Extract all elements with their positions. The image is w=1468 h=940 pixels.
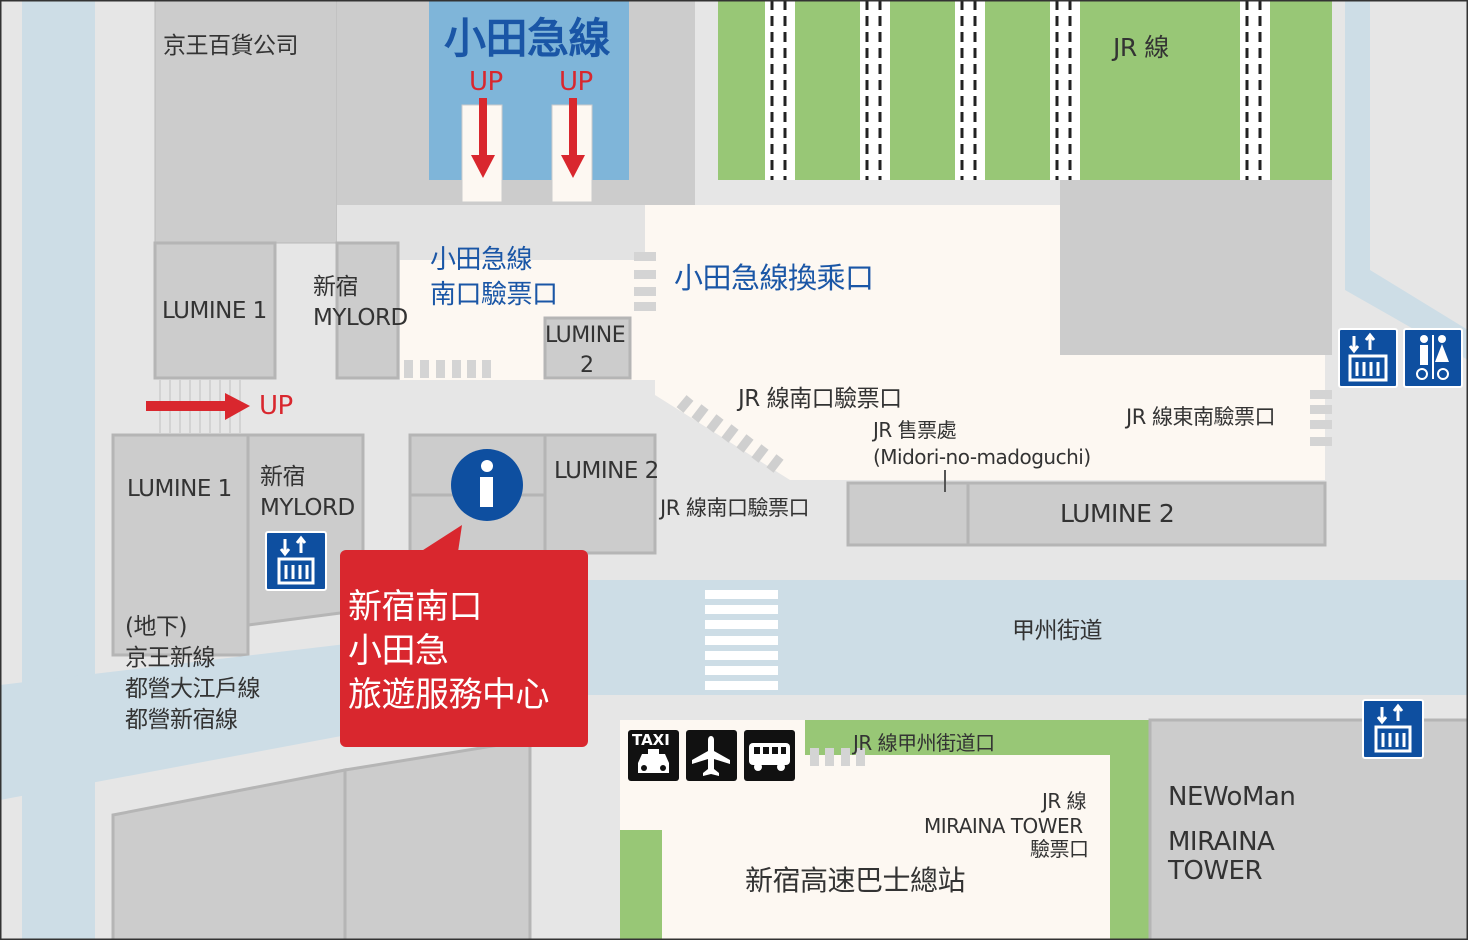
label-jr-koshu-gate: JR 線甲州街道口 bbox=[853, 731, 995, 755]
label-jr-miraina-3: 驗票口 bbox=[1030, 837, 1089, 861]
jr-tracks bbox=[765, 0, 1270, 180]
elevator-icon bbox=[1362, 699, 1424, 759]
sw-building-2 bbox=[343, 738, 532, 940]
label-up-3: UP bbox=[259, 391, 293, 421]
jr-building-block bbox=[1060, 180, 1332, 355]
elevator-icon bbox=[265, 531, 327, 591]
jr-platforms bbox=[718, 0, 1332, 180]
label-up-1: UP bbox=[469, 67, 503, 97]
airplane-icon bbox=[686, 730, 737, 781]
sw-building-1 bbox=[111, 768, 347, 940]
diagonal-gate bbox=[676, 395, 784, 473]
label-underground: (地下) bbox=[125, 614, 187, 640]
track bbox=[765, 0, 795, 180]
callout-box bbox=[340, 550, 588, 747]
label-jr-line: JR 線 bbox=[1113, 33, 1169, 62]
lumine1-upper bbox=[153, 241, 277, 380]
up-arrows bbox=[146, 98, 585, 420]
label-mylord-upper-2: MYLORD bbox=[313, 305, 408, 331]
label-odakyu-south-gate-1: 小田急線 bbox=[430, 245, 533, 275]
label-lumine1-lower: LUMINE 1 bbox=[127, 476, 232, 502]
lumine2-small bbox=[543, 316, 632, 380]
label-odakyu-line: 小田急線 bbox=[444, 14, 611, 63]
concourse-floor bbox=[400, 205, 1325, 480]
restroom-icon bbox=[1403, 328, 1463, 388]
label-jr-miraina-2: MIRAINA TOWER bbox=[924, 814, 1083, 838]
label-odakyu-transfer: 小田急線換乘口 bbox=[674, 261, 874, 295]
info-icon[interactable] bbox=[451, 449, 523, 521]
label-mylord-upper-1: 新宿 bbox=[313, 274, 359, 300]
label-jr-south-gate-2: JR 線南口驗票口 bbox=[660, 496, 809, 520]
label-lumine2-info: LUMINE 2 bbox=[554, 458, 659, 484]
taxi-label: TAXI bbox=[632, 731, 670, 749]
lumine2-building bbox=[846, 481, 1327, 547]
label-lumine1-upper: LUMINE 1 bbox=[162, 298, 267, 324]
label-mylord-lower-1: 新宿 bbox=[260, 464, 306, 490]
label-keio-new-line: 京王新線 bbox=[125, 645, 216, 671]
track bbox=[1050, 0, 1080, 180]
label-bus-terminal: 新宿高速巴士總站 bbox=[745, 864, 966, 897]
label-oedo-line: 都營大江戶線 bbox=[125, 676, 261, 702]
callout-line2: 小田急 bbox=[348, 631, 449, 671]
elevator-icon bbox=[1338, 328, 1398, 388]
track bbox=[860, 0, 890, 180]
track bbox=[1240, 0, 1270, 180]
label-up-2: UP bbox=[559, 67, 593, 97]
east-road bbox=[1345, 0, 1468, 360]
label-newoman: NEWoMan bbox=[1168, 782, 1296, 812]
label-jr-ticket-office: JR 售票處 bbox=[873, 418, 957, 442]
track bbox=[955, 0, 985, 180]
label-odakyu-south-gate-2: 南口驗票口 bbox=[430, 280, 558, 310]
west-road bbox=[22, 0, 95, 940]
lumine1-lower bbox=[111, 433, 250, 657]
label-lumine2-small-1: LUMINE bbox=[545, 323, 626, 348]
label-midori: (Midori-no-madoguchi) bbox=[873, 445, 1091, 469]
label-jr-miraina-1: JR 線 bbox=[1042, 789, 1087, 813]
label-mylord-lower-2: MYLORD bbox=[260, 495, 355, 521]
label-miraina-2: TOWER bbox=[1168, 856, 1263, 886]
taxi-icon: TAXI bbox=[628, 730, 679, 781]
callout-pointer bbox=[420, 525, 462, 552]
label-jr-southeast-gate: JR 線東南驗票口 bbox=[1126, 405, 1275, 429]
label-lumine2: LUMINE 2 bbox=[1060, 499, 1175, 528]
label-lumine2-small-2: 2 bbox=[580, 353, 594, 378]
crosswalk bbox=[705, 590, 778, 690]
bus-icon bbox=[744, 730, 795, 781]
keio-building bbox=[154, 0, 338, 244]
label-shinjuku-line: 都營新宿線 bbox=[125, 707, 238, 733]
mylord-upper bbox=[335, 241, 400, 380]
callout-line3: 旅遊服務中心 bbox=[348, 675, 550, 715]
label-jr-south-gate-1: JR 線南口驗票口 bbox=[738, 386, 902, 412]
label-keio: 京王百貨公司 bbox=[163, 33, 299, 59]
label-miraina-1: MIRAINA bbox=[1168, 827, 1275, 857]
terminal-green bbox=[805, 720, 1150, 940]
callout-line1: 新宿南口 bbox=[348, 587, 483, 627]
label-koshu-road: 甲州街道 bbox=[1012, 618, 1103, 644]
